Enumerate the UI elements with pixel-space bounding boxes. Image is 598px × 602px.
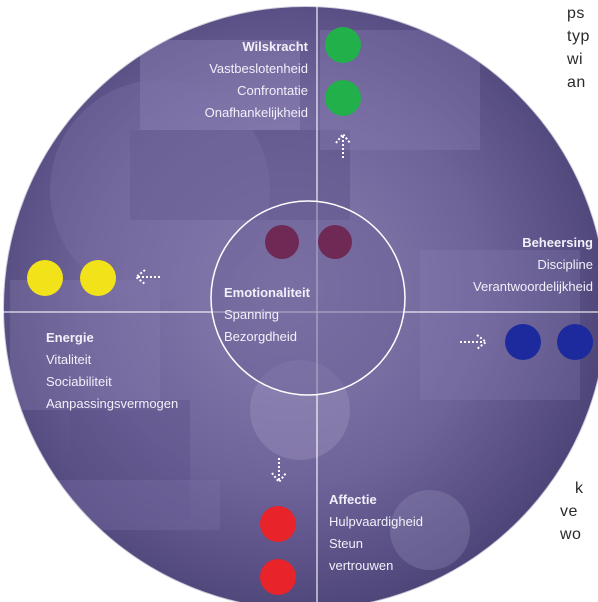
top-title: Wilskracht (242, 39, 308, 54)
side-text-line: wo (560, 526, 582, 543)
bottom-dot (260, 559, 296, 595)
side-text-line: wi (567, 51, 584, 68)
right-group: Beheersing Discipline Verantwoordelijkhe… (473, 232, 593, 298)
center-circle (210, 200, 406, 396)
side-text-top: ps typ wi an (567, 2, 590, 94)
center-item: Bezorgdheid (224, 329, 297, 344)
top-group: Wilskracht Vastbeslotenheid Confrontatie… (205, 36, 308, 124)
top-dot (325, 80, 361, 116)
left-group: Energie Vitaliteit Sociabiliteit Aanpass… (46, 327, 178, 415)
right-dot (557, 324, 593, 360)
bg-shape (30, 480, 220, 530)
center-group: Emotionaliteit Spanning Bezorgdheid (224, 282, 310, 348)
bg-shape (420, 250, 580, 400)
side-text-line: typ (567, 28, 590, 45)
center-item: Spanning (224, 307, 279, 322)
top-dot (325, 27, 361, 63)
side-text-line: ve (560, 503, 578, 520)
bottom-item: Hulpvaardigheid (329, 514, 423, 529)
right-item: Verantwoordelijkheid (473, 279, 593, 294)
side-text-line: k (575, 480, 584, 497)
bottom-item: Steun (329, 536, 363, 551)
bottom-title: Affectie (329, 492, 377, 507)
side-text-line: an (567, 74, 586, 91)
top-item: Vastbeslotenheid (209, 61, 308, 76)
bg-shape (10, 280, 160, 410)
left-title: Energie (46, 330, 94, 345)
center-dot (318, 225, 352, 259)
right-item: Discipline (537, 257, 593, 272)
arrow-right-icon (460, 334, 488, 350)
bg-shape (70, 400, 190, 520)
bg-shape (50, 80, 270, 300)
outer-circle (2, 5, 598, 602)
right-dot (505, 324, 541, 360)
bg-shape (140, 40, 300, 130)
left-dot (27, 260, 63, 296)
left-dot (80, 260, 116, 296)
top-item: Confrontatie (237, 83, 308, 98)
right-title: Beheersing (522, 235, 593, 250)
center-dot (265, 225, 299, 259)
side-text-bottom: k ve wo (560, 477, 584, 546)
left-item: Aanpassingsvermogen (46, 396, 179, 411)
side-text-line: ps (567, 5, 585, 22)
top-item: Onafhankelijkheid (204, 105, 308, 120)
bottom-item: vertrouwen (329, 558, 394, 573)
left-item: Vitaliteit (46, 352, 92, 367)
bottom-group: Affectie Hulpvaardigheid Steun vertrouwe… (329, 489, 423, 577)
left-item: Sociabiliteit (46, 374, 112, 389)
bottom-dot (260, 506, 296, 542)
center-title: Emotionaliteit (224, 285, 310, 300)
bg-shape (390, 490, 470, 570)
